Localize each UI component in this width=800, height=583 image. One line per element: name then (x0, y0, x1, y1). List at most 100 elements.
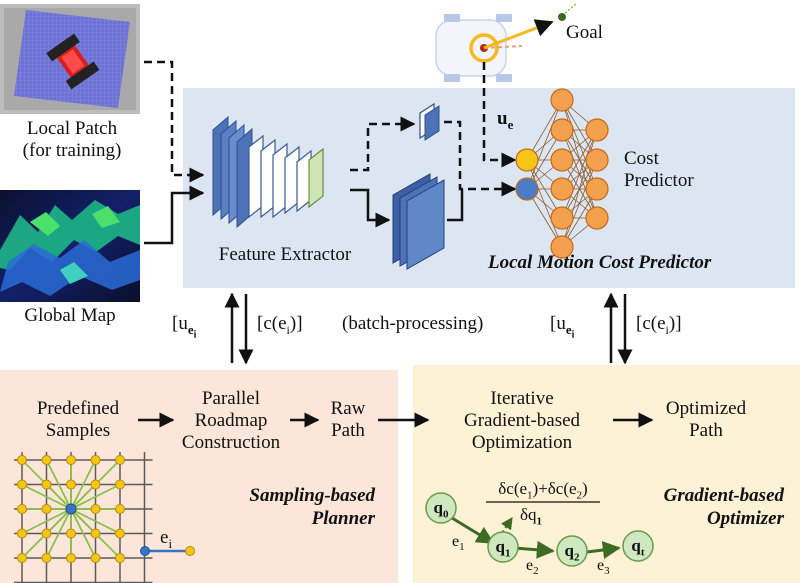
formula-num-sub1: 1 (527, 489, 533, 502)
roadmap-sample (41, 553, 52, 563)
sampling-title-line1: Sampling-based (249, 485, 375, 506)
extractor-to-small-map-arrow (350, 116, 416, 172)
right-request-sub: ei (565, 321, 575, 341)
right-request-main: [u (550, 313, 566, 334)
gradient-formula-denominator: δq1 (520, 504, 542, 532)
right-response-main: [c(e (636, 313, 666, 334)
edge-legend-label: ei (160, 527, 172, 555)
large-feature-map (392, 173, 445, 270)
left-request-sub: ei (188, 322, 197, 341)
q2-main: q (564, 541, 574, 560)
right-response-sub: i (665, 322, 669, 337)
gradient-formula-numerator: δc(e1)+δc(e2) (486, 478, 600, 506)
roadmap-sample (17, 479, 27, 490)
parallel-line2: Roadmap (194, 410, 268, 431)
nn-connection (561, 159, 598, 248)
roadmap-sample (90, 455, 101, 465)
optimizer-title: Gradient-based Optimizer (612, 484, 784, 530)
sampling-panel (0, 370, 398, 583)
small-feature-map (419, 102, 440, 141)
raw-line2: Path (331, 420, 365, 441)
roadmap-sample (17, 455, 27, 465)
nn-connection (561, 129, 598, 219)
feature-extractor-label: Feature Extractor (218, 244, 352, 265)
roadmap-edge (45, 483, 72, 510)
node-q0-label: q0 (426, 497, 456, 525)
parallel-line1: Parallel (201, 388, 261, 409)
neuron (585, 206, 609, 230)
roadmap-sample (41, 479, 52, 490)
global-map-image (0, 190, 140, 302)
raw-line1: Raw (330, 398, 366, 419)
local-patch-label: Local Patch (for training) (2, 118, 142, 162)
raw-path-label: Raw Path (318, 398, 378, 442)
edge-legend (140, 546, 195, 556)
neuron (585, 118, 609, 142)
predefined-line2: Samples (45, 420, 111, 441)
edge-e3-label: e3 (597, 555, 610, 582)
roadmap-edge (70, 459, 97, 510)
optimized-line1: Optimized (665, 398, 747, 419)
node-q2 (556, 535, 588, 567)
parallel-line3: Construction (181, 432, 281, 453)
local-patch-line1: Local Patch (26, 118, 118, 139)
roadmap-sample (17, 528, 27, 539)
roadmap-sample (115, 553, 125, 563)
roadmap-sample (90, 479, 101, 490)
map-to-extractor-arrow (144, 185, 205, 245)
ue-dashed-arrow (482, 62, 517, 168)
iterative-line3: Optimization (471, 432, 573, 453)
left-request-subsub: i (193, 329, 197, 341)
local-patch-image (0, 4, 140, 114)
roadmap-sample (66, 553, 76, 563)
cost-predictor-network (515, 88, 609, 259)
cost-predictor-label: Cost Predictor (624, 148, 694, 192)
ue-label: ue (497, 108, 513, 136)
roadmap-edge (21, 483, 72, 510)
neuron (550, 235, 574, 259)
roadmap-sample (115, 455, 125, 465)
roadmap-sample (66, 528, 76, 539)
roadmap-edge (45, 508, 72, 535)
right-response-end: )] (668, 313, 682, 334)
feature-extractor-layers (212, 115, 324, 229)
neuron (585, 148, 609, 172)
roadmap-sample (90, 553, 101, 563)
edge-legend-main: e (160, 527, 169, 548)
roadmap-edge (70, 508, 121, 535)
formula-num-a: δc(e (498, 479, 528, 498)
neuron (550, 177, 574, 201)
neuron (550, 88, 574, 112)
iterative-optimization-label: Iterative Gradient-based Optimization (432, 388, 612, 454)
neuron (550, 206, 574, 230)
right-request-sub-e: e (565, 321, 572, 337)
edge-e1-label: e1 (452, 531, 465, 558)
input-neuron-feature (515, 177, 539, 201)
goal-label: Goal (566, 22, 603, 43)
nn-connection (526, 159, 563, 248)
edge-e2-label: e2 (526, 555, 539, 582)
roadmap-sample (66, 479, 76, 490)
roadmap-edge (70, 508, 97, 559)
node-q1 (487, 531, 519, 563)
q0-main: q (433, 498, 443, 517)
roadmap-sample (41, 504, 52, 514)
small-map-to-network-arrow (444, 120, 517, 197)
formula-num-mid: )+δc(e (532, 479, 577, 498)
local-patch-line2: (for training) (22, 140, 122, 161)
predictor-title: Local Motion Cost Predictor (488, 252, 712, 273)
formula-den-main: δq (520, 505, 537, 524)
node-q0 (425, 492, 457, 524)
roadmap-sample (115, 528, 125, 539)
roadmap-edge (45, 508, 72, 559)
input-neuron-ue (515, 148, 539, 172)
left-response-main: [c(e (257, 313, 287, 334)
left-response-sub: i (286, 322, 290, 337)
right-response-label: [c(ei)] (636, 313, 682, 341)
roadmap-sample (17, 504, 27, 514)
ue-main: u (497, 108, 508, 129)
large-map-to-network-arrow (447, 189, 464, 222)
qt-sub: t (640, 546, 645, 559)
q1-main: q (495, 537, 505, 556)
cost-predictor-line1: Cost (624, 148, 659, 169)
